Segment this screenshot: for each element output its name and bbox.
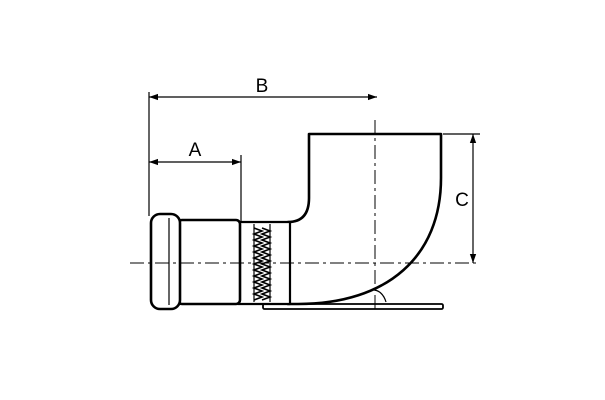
dimension-a: A xyxy=(149,140,241,166)
dimension-b: B xyxy=(149,76,377,101)
dimension-c-label: C xyxy=(455,190,469,211)
thread-pattern xyxy=(251,227,265,301)
dimension-b-label: B xyxy=(256,76,269,97)
elbow-body xyxy=(286,132,443,306)
center-lines xyxy=(130,120,478,310)
press-socket xyxy=(149,212,242,311)
dimension-a-label: A xyxy=(189,140,202,161)
dimension-c: C xyxy=(455,134,477,263)
angle-arc xyxy=(374,289,387,303)
wall-plate xyxy=(262,303,444,310)
